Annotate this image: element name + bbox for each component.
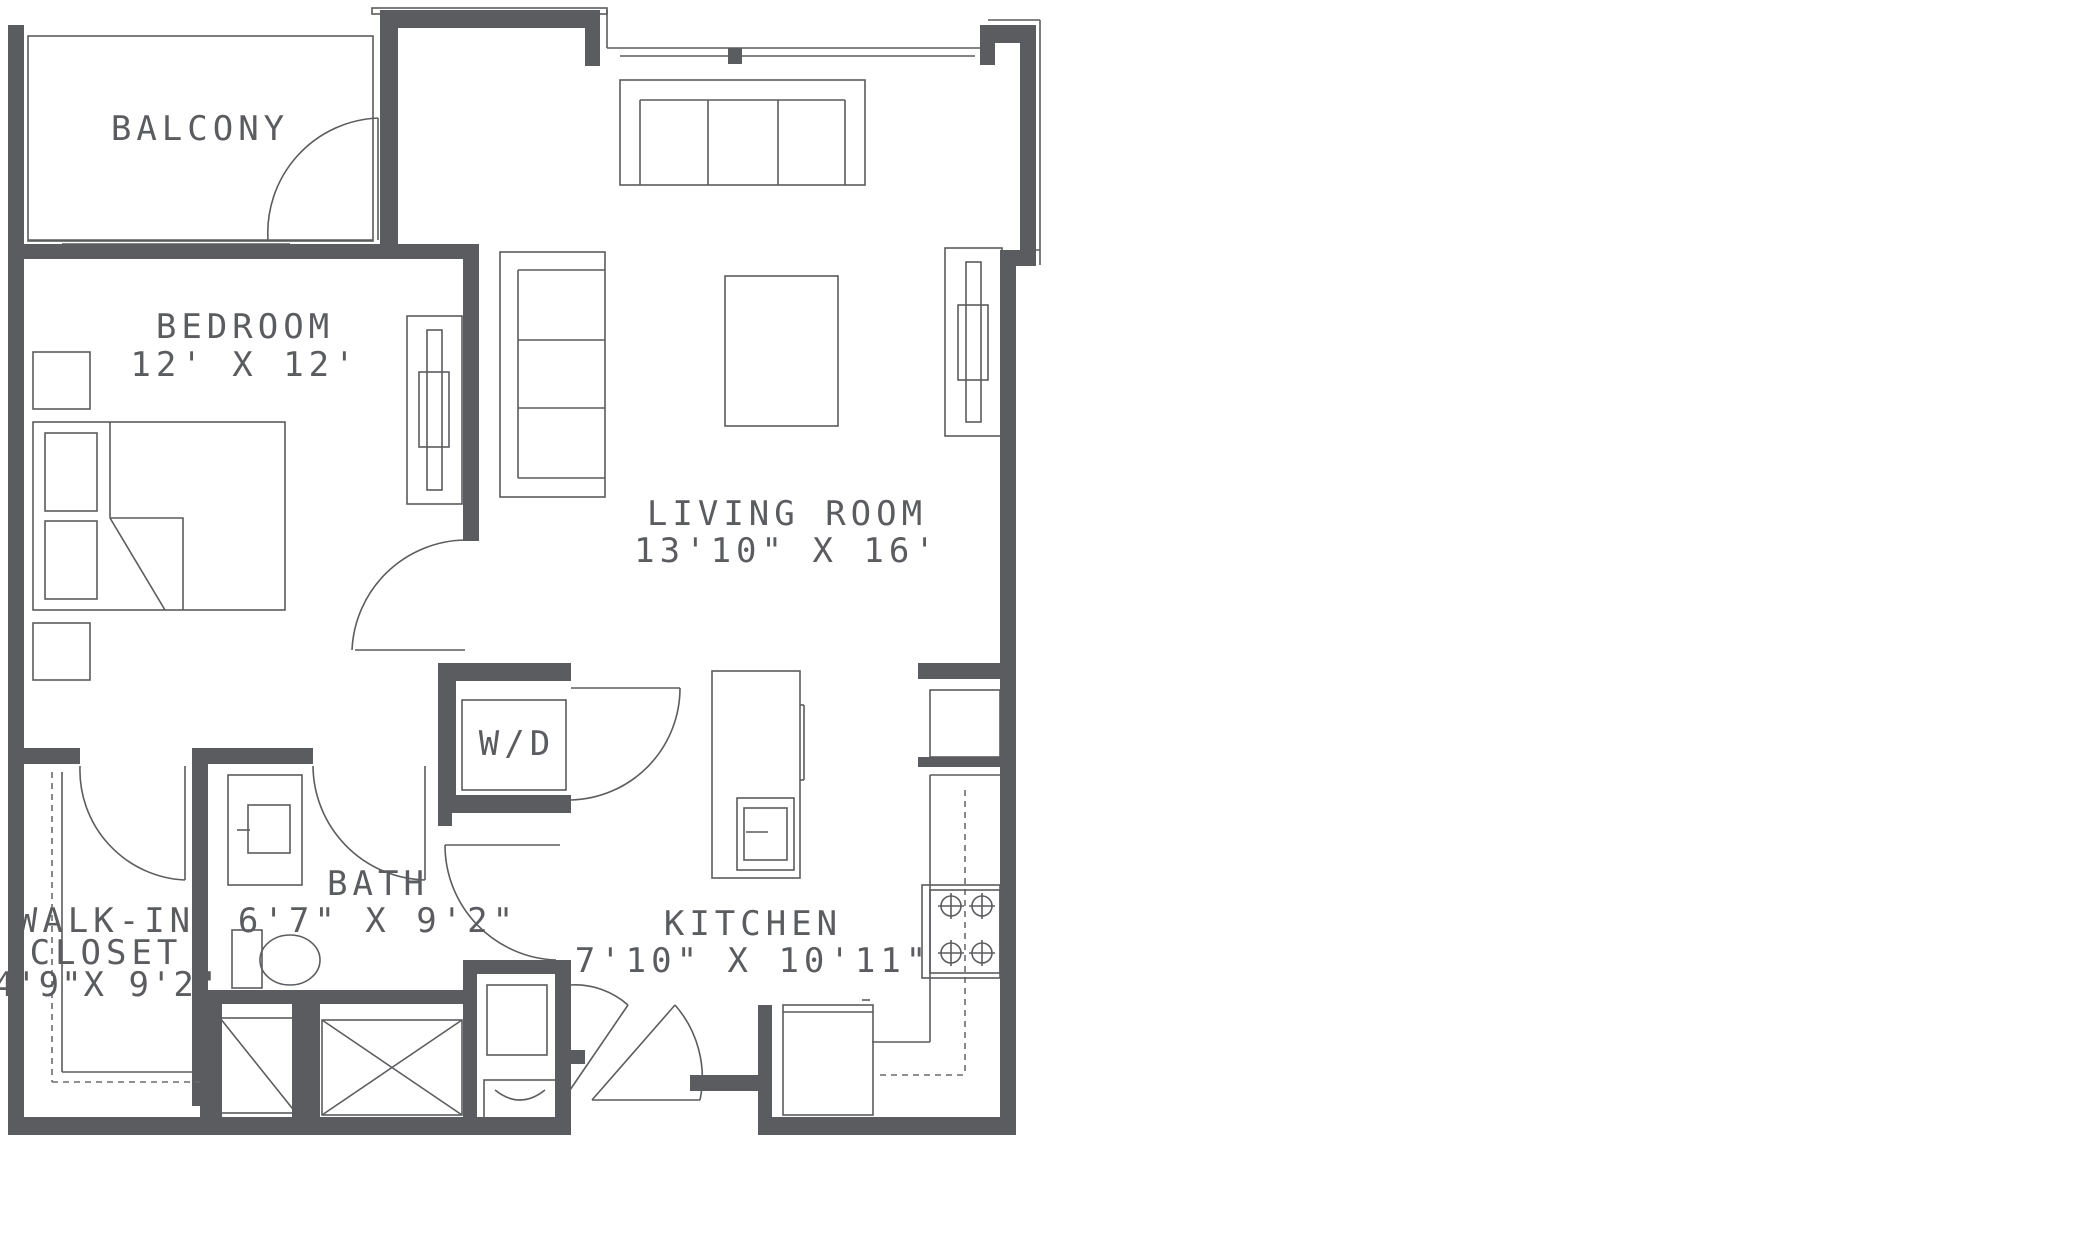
bath-size: 6'7" X 9'2" — [238, 901, 518, 941]
room-labels: BALCONY BEDROOM 12' X 12' LIVING ROOM 13… — [0, 109, 940, 1005]
closet-label-line2: CLOSET — [30, 933, 183, 973]
bedroom-size: 12' X 12' — [130, 345, 359, 385]
living-room-size: 13'10" X 16' — [634, 531, 940, 571]
walls — [8, 10, 1036, 1135]
living-room-label: LIVING ROOM — [647, 494, 927, 534]
doors — [79, 117, 704, 1101]
closet-size: 4'9"X 9'2" — [0, 965, 218, 1005]
windows — [27, 7, 1041, 265]
kitchen-label: KITCHEN — [664, 904, 842, 944]
bath-label: BATH — [327, 864, 429, 904]
wd-label: W/D — [479, 724, 555, 764]
balcony-label: BALCONY — [111, 109, 289, 149]
kitchen-size: 7'10" X 10'11" — [575, 941, 932, 981]
furniture — [32, 79, 1003, 1121]
bedroom-label: BEDROOM — [156, 307, 334, 347]
closet-label-line1: WALK-IN — [17, 901, 195, 941]
